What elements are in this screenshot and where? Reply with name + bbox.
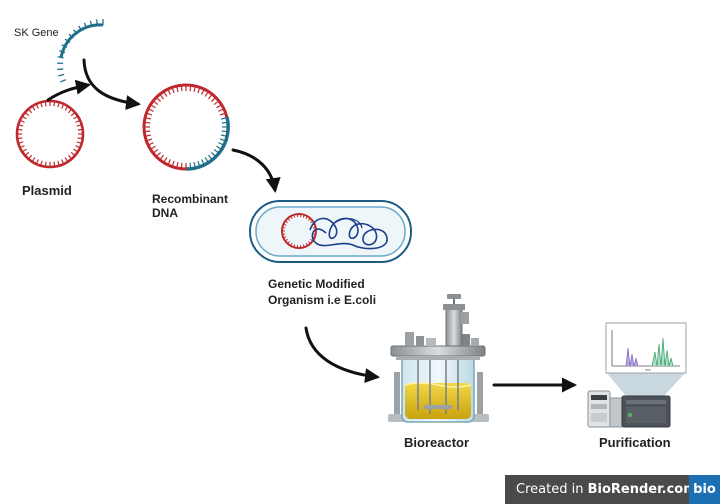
arrow-plasmid-up: [46, 79, 91, 102]
plasmid-icon: [15, 99, 85, 169]
arrow-recombinant-to-ecoli: [231, 148, 281, 193]
recombinant-label-line2: DNA: [152, 206, 178, 220]
sk-gene-icon: [57, 19, 104, 83]
biorender-logo-icon: bio: [689, 475, 720, 504]
purification-icon: m/z: [587, 322, 687, 428]
gmo-label: Genetic Modified Organism i.e E.coli: [268, 276, 376, 308]
bioreactor-label: Bioreactor: [404, 435, 470, 450]
ecoli-cell-icon: [249, 200, 412, 263]
biorender-badge[interactable]: Created in BioRender.com bio: [505, 475, 720, 504]
recombinant-dna-icon: [142, 83, 230, 171]
badge-brand: BioRender.com: [587, 482, 697, 497]
gmo-label-line2: Organism i.e E.coli: [268, 293, 377, 307]
process-arrows: [46, 58, 577, 393]
arrow-gene-to-recombinant: [82, 58, 141, 110]
svg-text:m/z: m/z: [645, 368, 651, 372]
badge-prefix: Created in: [516, 482, 584, 497]
bioreactor-icon: [388, 294, 489, 423]
sk-gene-label: SK Gene: [14, 27, 59, 39]
gmo-label-line1: Genetic Modified: [268, 277, 365, 291]
recombinant-label-line1: Recombinant: [152, 192, 229, 206]
badge-text: Created in BioRender.com: [505, 482, 697, 497]
purification-label: Purification: [599, 435, 671, 450]
arrow-ecoli-to-bioreactor: [304, 326, 380, 384]
recombinant-dna-label: Recombinant DNA: [152, 192, 228, 220]
plasmid-label: Plasmid: [22, 183, 72, 198]
